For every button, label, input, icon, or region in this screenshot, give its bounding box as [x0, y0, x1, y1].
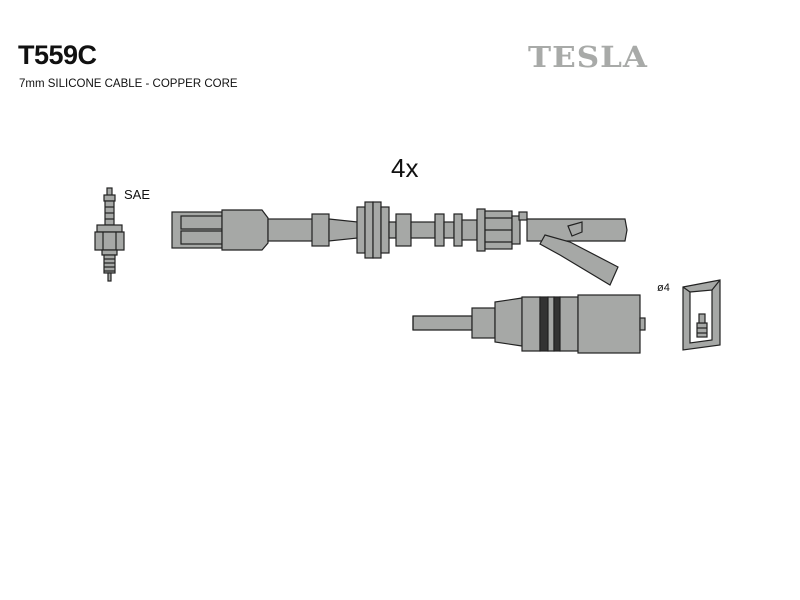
terminal-section-icon [682, 279, 721, 351]
plug-type-label: SAE [124, 187, 151, 202]
quantity-label: 4x [391, 153, 419, 183]
spark-plug-icon [94, 187, 125, 282]
plug-boot-assembly [171, 201, 628, 286]
brand-logo: TESLA [528, 41, 648, 75]
cable-description: 7mm SILICONE CABLE - COPPER CORE [19, 78, 238, 90]
diameter-label: ø4 [657, 282, 670, 294]
product-code: T559C [18, 40, 97, 70]
coil-boot-assembly [412, 294, 646, 354]
